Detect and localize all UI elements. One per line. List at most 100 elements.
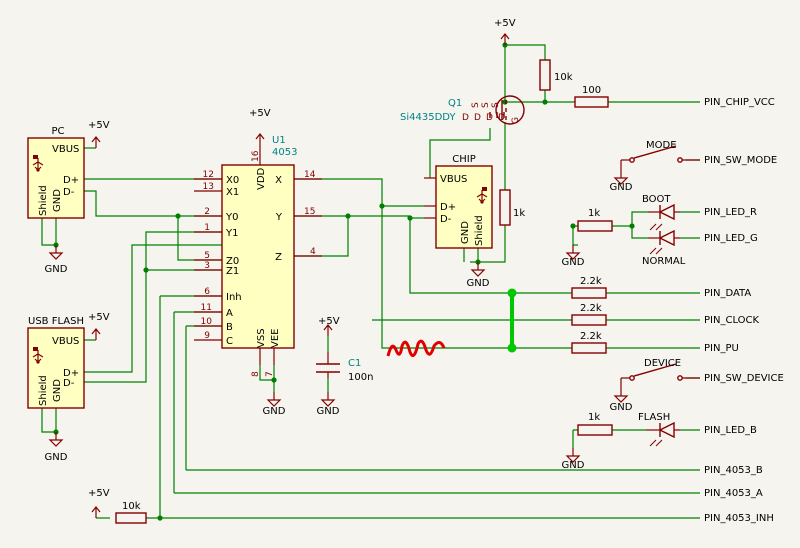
ic-pn-y0: 2 [204, 207, 210, 217]
ic-pin-x: X [275, 175, 282, 186]
q1-pin-d3: D [486, 113, 493, 123]
switch-device-name: DEVICE [644, 358, 681, 369]
ic-pn-x1: 13 [203, 182, 214, 192]
ic-pin-inh: Inh [226, 292, 242, 303]
usb-chip-dm: D- [440, 214, 452, 225]
usb-pc-vcc-label: +5V [88, 120, 110, 131]
net-label-4053-b: PIN_4053_B [704, 465, 763, 476]
r-10k-gate-value: 10k [554, 72, 573, 83]
led-boot-name: BOOT [642, 194, 671, 205]
led-normal-name: NORMAL [642, 256, 686, 267]
usb-flash-dm: D- [63, 378, 75, 389]
ic-pn-z0: 5 [204, 251, 210, 261]
ic-pn-y1: 1 [204, 223, 210, 233]
ic-pin-c: C [226, 336, 233, 347]
ic-pin-z: Z [275, 252, 282, 263]
ic-pin-vdd: VDD [256, 167, 267, 190]
usb-pc-gnd-label: GND [45, 264, 68, 275]
resistor-10k-gate: 10k [539, 59, 573, 91]
usb-pc-shield: Shield [38, 185, 49, 216]
mosfet-q1: +5V Q1 Si4435DDY D D D D S S S G [400, 18, 525, 125]
ic-pn-y: 15 [304, 207, 315, 217]
ic-pn-vee: 7 [265, 371, 275, 377]
resistor-2k2-clock: 2.2k [571, 303, 607, 326]
usb-pc-name: PC [51, 126, 64, 137]
resistor-1k-boot: 1k GND [562, 208, 613, 268]
usb-chip-vbus: VBUS [440, 174, 467, 185]
r-1k-flash-gnd-label: GND [562, 460, 585, 471]
usb-flash-vcc-label: +5V [88, 312, 110, 323]
ic-pin-z1: Z1 [226, 266, 239, 277]
r-100-value: 100 [582, 85, 601, 96]
net-label-sw-mode: PIN_SW_MODE [704, 155, 777, 166]
ic-pin-x0: X0 [226, 175, 239, 186]
led-flash-name: FLASH [638, 412, 670, 423]
usb-flash-vbus: VBUS [52, 336, 79, 347]
r-2k2-clock-value: 2.2k [580, 303, 602, 314]
switch-mode-name: MODE [646, 140, 677, 151]
c1-vcc-label: +5V [318, 316, 340, 327]
usb-pc-vbus: VBUS [52, 144, 79, 155]
r-10k-inh-vcc-label: +5V [88, 488, 110, 499]
net-label-4053-inh: PIN_4053_INH [704, 513, 774, 524]
ic-pn-z: 4 [310, 247, 316, 257]
usb-flash-name: USB FLASH [28, 316, 84, 327]
usb-chip-shield: Shield [474, 215, 485, 246]
net-label-4053-a: PIN_4053_A [704, 488, 763, 499]
ic-value: 4053 [272, 147, 297, 158]
net-labels: PIN_CHIP_VCC PIN_SW_MODE PIN_LED_R PIN_L… [704, 97, 784, 524]
ic-4053: +5V U1 4053 X0 X1 Y0 Y1 Z0 Z1 Inh A B C … [194, 108, 322, 417]
net-label-led-b: PIN_LED_B [704, 425, 757, 436]
net-label-chip-vcc: PIN_CHIP_VCC [704, 97, 775, 108]
resistor-100: 100 [574, 85, 609, 108]
switch-device: GND DEVICE [610, 358, 700, 413]
usb-chip-gnd: GND [460, 221, 471, 244]
r-2k2-data-value: 2.2k [580, 276, 602, 287]
ic-pn-x: 14 [304, 170, 316, 180]
usb-connector-flash: USB FLASH VBUS D+ D- Shield GND +5V GND [27, 312, 110, 463]
c1-value: 100n [348, 372, 373, 383]
usb-flash-dp: D+ [63, 368, 79, 379]
ic-vcc-label: +5V [249, 108, 271, 119]
switch-mode: GND MODE [610, 140, 700, 193]
resistor-2k2-pu: 2.2k [571, 331, 607, 354]
green-highlight [507, 288, 517, 353]
q1-pin-d2: D [474, 113, 481, 123]
ic-pn-vss: 8 [251, 371, 261, 377]
q1-vcc-label: +5V [494, 18, 516, 29]
net-label-led-g: PIN_LED_G [704, 233, 758, 244]
usb-pc-dp: D+ [63, 175, 79, 186]
ic-pin-vss: VSS [256, 328, 267, 348]
ic-pin-x1: X1 [226, 187, 239, 198]
usb-chip-gnd-label: GND [467, 278, 490, 289]
ic-pin-y: Y [275, 212, 283, 223]
q1-pin-s3: S [491, 102, 501, 108]
ic-pn-z1: 3 [204, 261, 210, 271]
ic-gnd-label: GND [263, 406, 286, 417]
ic-pn-a: 11 [201, 303, 212, 313]
ic-pin-vee: VEE [270, 329, 281, 348]
resistor-10k-inh: 10k +5V [88, 488, 147, 524]
capacitor-c1: +5V C1 100n GND [316, 316, 373, 417]
resistor-1k-flash: 1k GND [562, 412, 613, 471]
led-boot: BOOT [642, 194, 680, 231]
ic-pn-c: 9 [204, 331, 210, 341]
q1-pin-s2: S [481, 102, 491, 108]
led-flash: FLASH [638, 412, 680, 447]
r-2k2-pu-value: 2.2k [580, 331, 602, 342]
ic-pin-y1: Y1 [225, 228, 238, 239]
q1-ref: Q1 [448, 98, 462, 109]
ic-ref: U1 [272, 135, 286, 146]
net-label-pu: PIN_PU [704, 343, 739, 354]
led-normal: NORMAL [642, 229, 686, 267]
q1-pin-g: G [511, 117, 521, 124]
ic-pin-b: B [226, 322, 233, 333]
switch-mode-gnd-label: GND [610, 182, 633, 193]
usb-flash-gnd-label: GND [45, 452, 68, 463]
usb-pc-dm: D- [63, 187, 75, 198]
switch-device-gnd-label: GND [610, 402, 633, 413]
usb-chip-name: CHIP [452, 154, 475, 165]
c1-ref: C1 [348, 358, 361, 369]
q1-value: Si4435DDY [400, 112, 456, 123]
